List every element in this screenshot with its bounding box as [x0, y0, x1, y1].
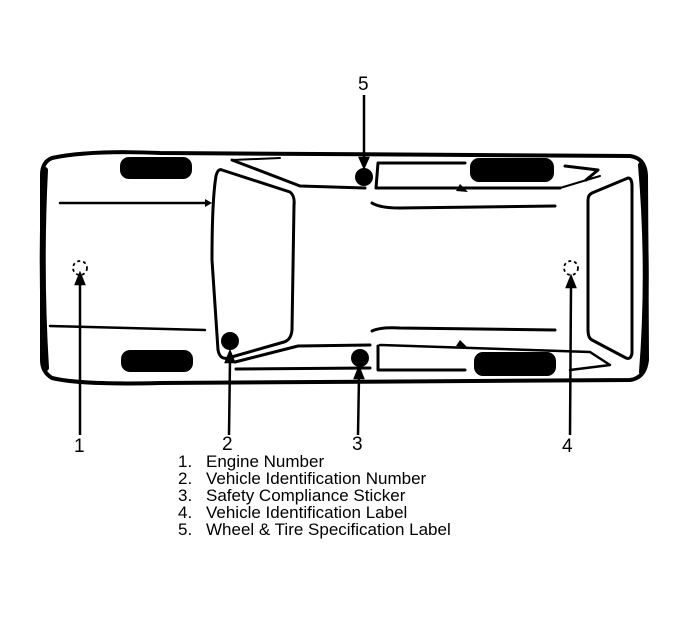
wheel-front-left: [120, 157, 192, 179]
callout-number-4: 4: [562, 436, 573, 457]
leader-line-3: [356, 375, 361, 436]
side-window-bottom: [376, 344, 467, 372]
legend-item-number: 2.: [178, 469, 193, 488]
legend-item-text: Wheel & Tire Specification Label: [206, 520, 451, 539]
legend-item-number: 1.: [178, 452, 193, 471]
callout-number-3: 3: [352, 434, 363, 455]
legend-item-vehicle-id-label: 4. Vehicle Identification Label: [178, 504, 451, 521]
leader-line-2: [227, 359, 232, 436]
location-dashed-vehicle-id-label: [563, 260, 579, 276]
legend-item-wheel-tire-label: 5. Wheel & Tire Specification Label: [178, 521, 451, 538]
location-dot-safety-sticker: [351, 349, 369, 367]
hood-line-bottom: [48, 324, 207, 332]
wheel-rear-right: [474, 352, 556, 376]
legend-item-safety-sticker: 3. Safety Compliance Sticker: [178, 487, 451, 504]
legend-item-number: 3.: [178, 486, 193, 505]
wheel-rear-left: [470, 158, 554, 182]
side-window-top: [374, 161, 562, 190]
callout-number-5: 5: [358, 74, 369, 95]
legend-item-text: Engine Number: [206, 452, 325, 471]
legend: 1. Engine Number 2. Vehicle Identificati…: [178, 453, 451, 538]
callout-number-2: 2: [222, 434, 233, 455]
legend-item-text: Safety Compliance Sticker: [206, 486, 406, 505]
leader-line-4: [568, 284, 573, 436]
legend-item-text: Vehicle Identification Label: [206, 503, 408, 522]
location-dashed-engine-number: [72, 260, 88, 276]
location-dot-wheel-tire-label: [355, 168, 373, 186]
callout-number-1: 1: [74, 436, 85, 457]
windshield: [210, 168, 296, 360]
rear-window: [586, 176, 634, 360]
location-dot-vin: [221, 332, 239, 350]
legend-item-text: Vehicle Identification Number: [206, 469, 427, 488]
legend-item-engine-number: 1. Engine Number: [178, 453, 451, 470]
legend-item-vin: 2. Vehicle Identification Number: [178, 470, 451, 487]
wheel-front-right: [121, 350, 193, 372]
car-body-outline: [40, 150, 649, 386]
legend-item-number: 5.: [178, 520, 193, 539]
legend-item-number: 4.: [178, 503, 193, 522]
